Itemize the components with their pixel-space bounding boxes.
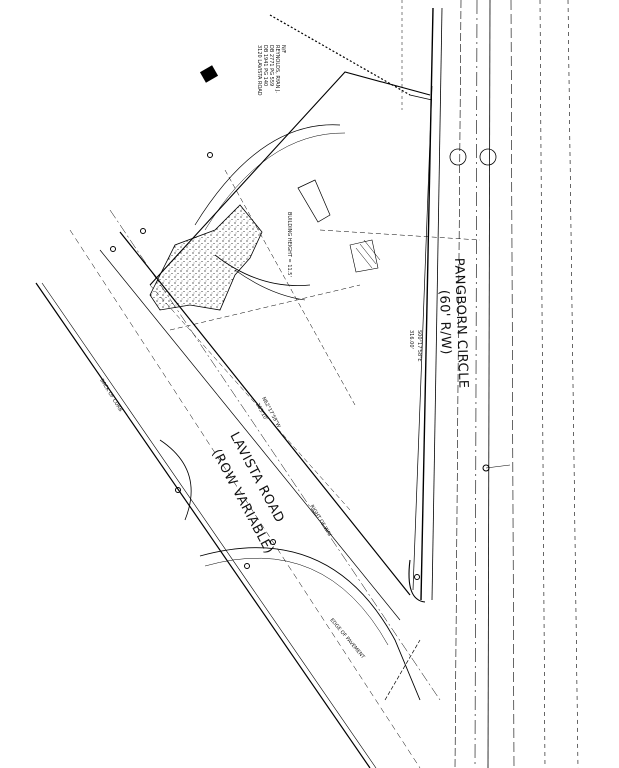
survey-annotations: N/F REYNOLDS, RYAN J. DB 2771 PG 559 DB … [98,45,422,661]
building-footprint [149,65,379,311]
distance-2: 316.00' [408,330,414,349]
property-boundary [149,14,481,603]
pangborn-circle-row-lines [401,0,579,768]
owner-line-4: DB 1941 PG 140 [262,45,268,86]
utility-symbols [110,94,511,701]
pangborn-circle-label: PANGBORN CIRCLE [451,258,471,389]
owner-line-2: REYNOLDS, RYAN J. [274,45,280,93]
pangborn-row-label: (60' R/W) [436,290,453,356]
bearing-2: S00°17'58"E [416,330,422,362]
road-labels: LAVISTA ROAD (ROW VARIABLE) PANGBORN CIR… [208,258,470,557]
owner-line-1: N/F [280,45,286,53]
edge-of-pavement-label: EDGE OF PAVEMENT [328,617,366,660]
owner-line-3: DB 2771 PG 559 [268,45,274,86]
right-of-way-label: RIGHT OF WAY [308,504,333,539]
building-height-note: BUILDING HEIGHT = 11.5' [286,212,292,277]
owner-line-5: 3120 LAVISTA ROAD [256,45,262,96]
